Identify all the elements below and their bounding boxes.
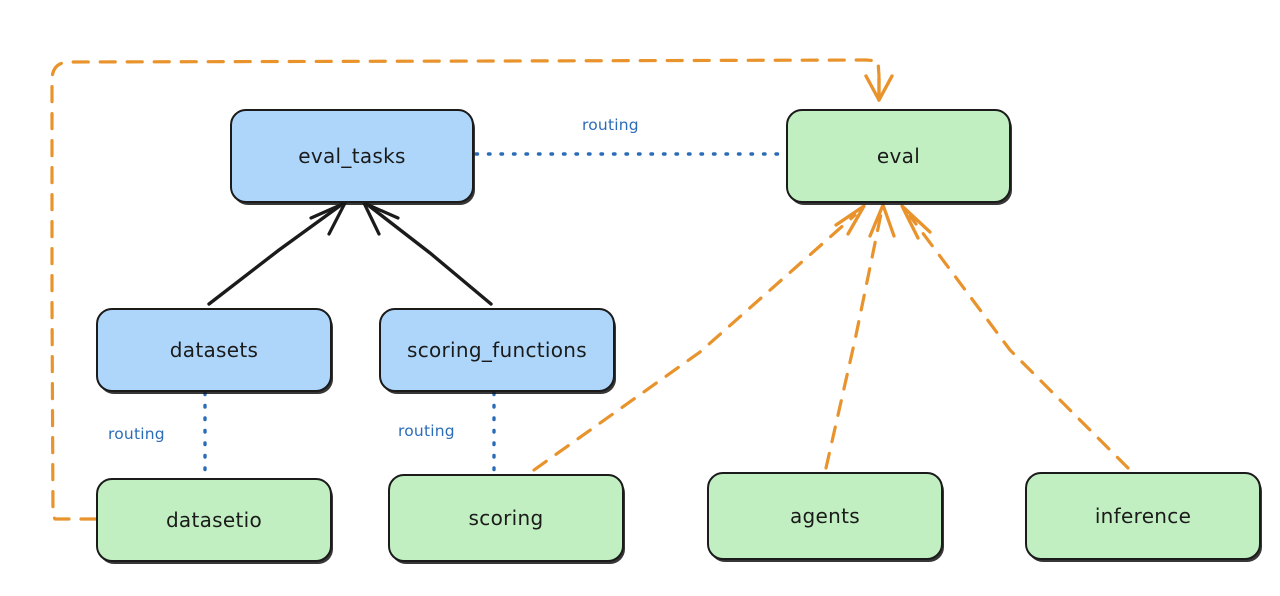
node-datasets[interactable]: datasets: [96, 308, 332, 392]
node-eval[interactable]: eval: [786, 109, 1011, 203]
node-label: inference: [1094, 504, 1192, 528]
edge-label-routing-datasets-datasetio: routing: [108, 425, 165, 443]
edge-inference-to-eval: [900, 204, 1130, 470]
node-inference[interactable]: inference: [1025, 472, 1261, 560]
node-label: scoring_functions: [406, 338, 588, 362]
node-label: eval_tasks: [298, 144, 406, 168]
edge-label-routing-eval-tasks-eval: routing: [582, 116, 639, 134]
node-label: scoring: [468, 506, 544, 530]
edge-agents-to-eval: [824, 203, 896, 470]
node-datasetio[interactable]: datasetio: [96, 478, 332, 562]
edge-scoring-functions-to-eval-tasks: [362, 201, 493, 306]
edge-label-routing-scoring-functions-scoring: routing: [398, 422, 455, 440]
node-label: datasets: [169, 338, 259, 362]
node-label: agents: [790, 504, 860, 528]
node-label: eval: [876, 144, 921, 168]
node-scoring-functions[interactable]: scoring_functions: [379, 308, 615, 392]
node-scoring[interactable]: scoring: [388, 474, 624, 562]
edge-datasets-to-eval-tasks: [207, 201, 347, 306]
node-label: datasetio: [165, 508, 263, 532]
node-agents[interactable]: agents: [707, 472, 943, 560]
node-eval-tasks[interactable]: eval_tasks: [230, 109, 474, 203]
